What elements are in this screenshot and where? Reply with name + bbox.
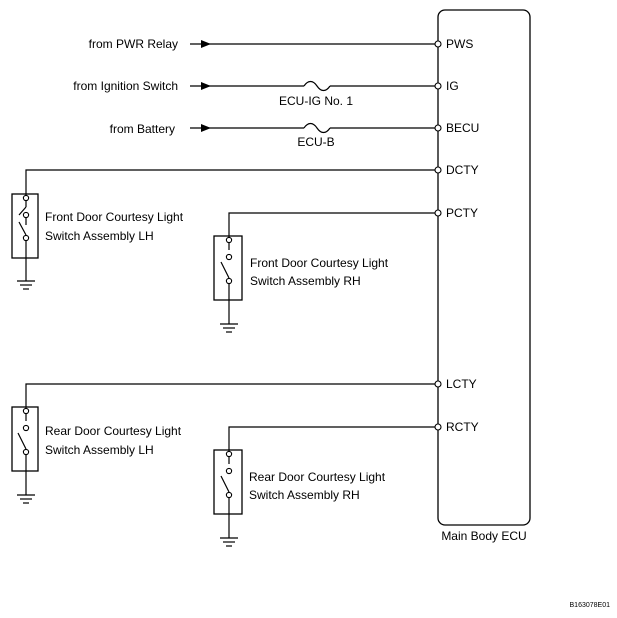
- battery-label: from Battery: [110, 122, 175, 136]
- pwr-relay-input: from PWR Relay: [89, 37, 438, 51]
- switch-blade-icon: [18, 221, 27, 236]
- rear-lh-switch-box: [11, 406, 39, 472]
- rear-lh-label-line1: Rear Door Courtesy Light: [45, 424, 182, 438]
- ecu-name-label: Main Body ECU: [441, 529, 526, 543]
- pin-ig-label: IG: [446, 79, 459, 93]
- rear-door-lh-switch: Rear Door Courtesy Light Switch Assembly…: [11, 383, 438, 504]
- pwr-relay-label: from PWR Relay: [89, 37, 178, 51]
- pin-lcty: [434, 380, 442, 388]
- rear-rh-switch-box: [213, 449, 243, 515]
- pin-dcty-label: DCTY: [446, 163, 479, 177]
- front-rh-label-line1: Front Door Courtesy Light: [250, 256, 389, 270]
- front-lh-switch-box: [11, 193, 39, 259]
- rear-door-rh-switch: Rear Door Courtesy Light Switch Assembly…: [213, 426, 438, 547]
- pin-ig: [434, 82, 442, 90]
- figure-code: B163078E01: [570, 602, 611, 609]
- pin-dcty: [434, 166, 442, 174]
- fuse-ecu-ig-label: ECU-IG No. 1: [279, 94, 353, 108]
- front-rh-switch-box: [213, 235, 243, 301]
- pcty-wire: [228, 212, 438, 238]
- ecu-pins: PWS IG BECU DCTY PCTY LCTY RCTY: [434, 37, 479, 434]
- fuse-ecu-b-label: ECU-B: [297, 135, 334, 149]
- pin-becu: [434, 124, 442, 132]
- front-rh-label-line2: Switch Assembly RH: [250, 274, 361, 288]
- front-lh-label-line1: Front Door Courtesy Light: [45, 210, 184, 224]
- rear-rh-label-line1: Rear Door Courtesy Light: [249, 470, 386, 484]
- pin-pcty: [434, 209, 442, 217]
- pin-rcty: [434, 423, 442, 431]
- pin-becu-label: BECU: [446, 121, 479, 135]
- rear-lh-label-line2: Switch Assembly LH: [45, 443, 154, 457]
- switch-contact-icon: [22, 211, 30, 219]
- rear-rh-label-line2: Switch Assembly RH: [249, 488, 360, 502]
- fuse-ecu-ig-icon: [303, 80, 331, 92]
- pin-lcty-label: LCTY: [446, 377, 477, 391]
- pin-rcty-label: RCTY: [446, 420, 479, 434]
- front-door-rh-switch: Front Door Courtesy Light Switch Assembl…: [213, 212, 438, 333]
- rcty-wire: [228, 426, 438, 452]
- ignition-switch-input: from Ignition Switch ECU-IG No. 1: [73, 79, 438, 108]
- pin-pws-label: PWS: [446, 37, 473, 51]
- lcty-wire: [25, 383, 438, 410]
- front-lh-label-line2: Switch Assembly LH: [45, 229, 154, 243]
- pin-pws: [434, 40, 442, 48]
- ignition-switch-label: from Ignition Switch: [73, 79, 178, 93]
- pin-pcty-label: PCTY: [446, 206, 478, 220]
- battery-input: from Battery ECU-B: [110, 122, 438, 149]
- fuse-ecu-b-icon: [303, 122, 331, 134]
- dcty-wire: [25, 169, 438, 197]
- front-door-lh-switch: Front Door Courtesy Light Switch Assembl…: [11, 169, 438, 290]
- main-body-ecu-box: [437, 9, 531, 526]
